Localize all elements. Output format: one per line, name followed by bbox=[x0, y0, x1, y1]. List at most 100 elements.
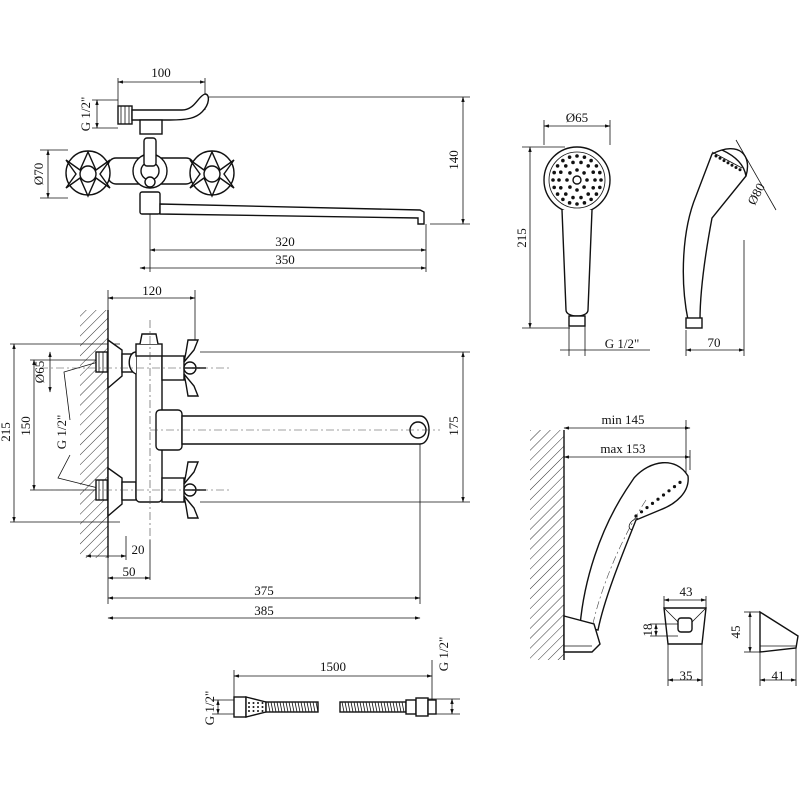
holder-dim-45: 45 bbox=[728, 626, 743, 639]
knurl-dot bbox=[252, 702, 255, 704]
nozzle-dot bbox=[586, 192, 591, 196]
hose-ring bbox=[270, 701, 274, 713]
nozzle-dot bbox=[582, 155, 587, 159]
shower-head-view: Ø65 215 G 1/2" Ø80 70 bbox=[514, 110, 777, 356]
nozzle-dot bbox=[555, 192, 560, 196]
nozzle-dot bbox=[568, 185, 572, 189]
top-dim-70: Ø70 bbox=[31, 163, 46, 185]
nozzle-dot bbox=[558, 186, 563, 190]
nozzle-dot bbox=[589, 197, 593, 202]
nozzle-dot bbox=[714, 154, 718, 158]
nozzle-dot bbox=[656, 497, 660, 501]
nozzle-dot bbox=[650, 501, 655, 505]
hose-rings-left bbox=[267, 701, 319, 713]
hose-ring bbox=[380, 701, 384, 713]
nozzle-dot bbox=[672, 485, 677, 489]
hose-ring bbox=[389, 701, 393, 713]
nozzle-dot bbox=[567, 155, 572, 159]
nozzle-dot bbox=[726, 161, 730, 165]
nozzle-dot bbox=[552, 170, 556, 175]
head-dim-65: Ø65 bbox=[566, 110, 588, 125]
hose-rings-right bbox=[341, 701, 405, 713]
nozzle-dot bbox=[667, 489, 671, 493]
top-dim-100: 100 bbox=[151, 65, 171, 80]
nozzle-dot bbox=[586, 164, 591, 168]
nozzle-dot bbox=[738, 168, 742, 172]
holder-dim-35: 35 bbox=[680, 668, 693, 683]
knurl-dot bbox=[261, 710, 264, 712]
hose-ring bbox=[383, 701, 387, 713]
knurl-dot bbox=[248, 706, 250, 708]
nozzle-dot bbox=[575, 202, 579, 206]
hose-ring bbox=[377, 701, 381, 713]
nozzle-dot bbox=[594, 192, 599, 196]
front-dim-g12: G 1/2" bbox=[54, 415, 69, 450]
hose-dim-1500: 1500 bbox=[320, 659, 346, 674]
hose-ring bbox=[368, 701, 372, 713]
side-nozzles bbox=[714, 154, 742, 172]
hose-knurl bbox=[248, 702, 264, 712]
nozzle-dot bbox=[551, 178, 555, 182]
nozzle-dot bbox=[567, 201, 572, 205]
hose-ring bbox=[365, 701, 369, 713]
nozzle-dot bbox=[730, 163, 734, 167]
head-dim-70: 70 bbox=[708, 335, 721, 350]
knurl-dot bbox=[257, 702, 259, 704]
nozzle-dot bbox=[599, 178, 603, 182]
nozzle-dot bbox=[568, 171, 572, 175]
nozzle-dot bbox=[639, 510, 644, 514]
nozzle-dot bbox=[734, 166, 738, 169]
hose-ring bbox=[315, 701, 319, 713]
nozzle-dot bbox=[722, 159, 726, 163]
front-dim-215: 215 bbox=[0, 422, 13, 442]
hose-ring bbox=[347, 701, 351, 713]
nozzle-dot bbox=[561, 158, 565, 163]
hose-dim-g12-right: G 1/2" bbox=[436, 637, 451, 672]
nozzle-dot bbox=[582, 185, 586, 189]
front-dim-20: 20 bbox=[132, 542, 145, 557]
holder-dim-min: min 145 bbox=[602, 412, 645, 427]
nozzle-dot bbox=[678, 480, 682, 484]
nozzle-dot bbox=[565, 178, 569, 182]
hose-ring bbox=[309, 701, 313, 713]
nozzle-dot bbox=[579, 195, 583, 200]
holder-dim-max: max 153 bbox=[600, 441, 645, 456]
top-dim-140: 140 bbox=[446, 150, 461, 170]
nozzle-dot bbox=[575, 154, 579, 158]
hose-ring bbox=[362, 701, 366, 713]
hose-ring bbox=[273, 701, 277, 713]
hose-ring bbox=[279, 701, 283, 713]
top-dim-g12: G 1/2" bbox=[78, 97, 93, 132]
nozzle-dot bbox=[585, 178, 589, 182]
nozzle-dot bbox=[591, 170, 596, 174]
knurl-dot bbox=[261, 702, 264, 704]
nozzle-dot bbox=[598, 170, 602, 175]
top-dim-320: 320 bbox=[275, 234, 295, 249]
holder-dim-18: 18 bbox=[640, 624, 655, 637]
nozzle-dot bbox=[575, 168, 579, 172]
hose-ring bbox=[312, 701, 316, 713]
hose-ring bbox=[398, 701, 402, 713]
hose-ring bbox=[356, 701, 360, 713]
nozzle-dot bbox=[589, 158, 593, 163]
front-dim-175: 175 bbox=[446, 416, 461, 436]
nozzle-dot bbox=[571, 160, 575, 165]
hose-ring bbox=[392, 701, 396, 713]
hose-ring bbox=[401, 701, 405, 713]
front-dim-50: 50 bbox=[123, 564, 136, 579]
knurl-dot bbox=[261, 706, 264, 708]
hose-ring bbox=[276, 701, 280, 713]
hose-ring bbox=[297, 701, 301, 713]
nozzle-dot bbox=[552, 185, 556, 190]
hose-ring bbox=[303, 701, 307, 713]
nozzle-dot bbox=[591, 186, 596, 190]
nozzle-dot bbox=[561, 197, 565, 202]
shower-holder-view: min 145 max 153 43 18 35 45 41 bbox=[530, 412, 799, 686]
nozzle-dot bbox=[598, 185, 602, 190]
hose-ring bbox=[288, 701, 292, 713]
knurl-dot bbox=[252, 706, 255, 708]
top-dim-350: 350 bbox=[275, 252, 295, 267]
front-dim-150: 150 bbox=[18, 416, 33, 436]
nozzle-dot bbox=[661, 493, 666, 497]
